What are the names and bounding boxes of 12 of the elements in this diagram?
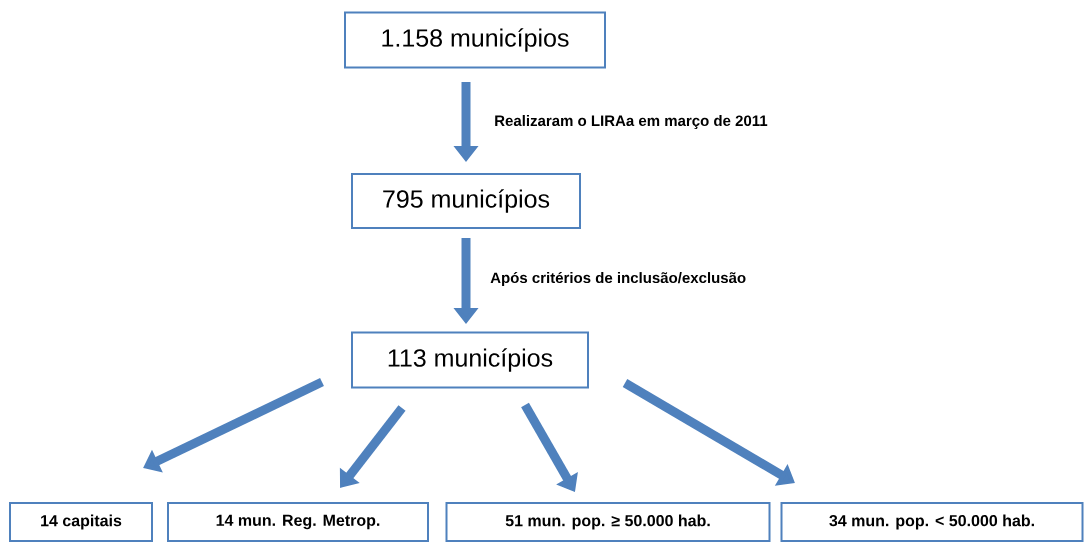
block-arrow (622, 379, 795, 486)
process-box: 795 municípios (351, 173, 581, 229)
process-box: 51 mun. pop. ≥ 50.000 hab. (445, 502, 771, 542)
process-box: 1.158 municípios (344, 11, 606, 69)
process-box: 113 municípios (351, 331, 589, 389)
edge-label: Realizaram o LIRAa em março de 2011 (493, 114, 769, 130)
block-arrow (521, 402, 578, 492)
process-box: 14 mun. Reg. Metrop. (167, 502, 429, 542)
process-box: 14 capitais (9, 502, 153, 542)
edge-label: Após critérios de inclusão/exclusão (489, 270, 748, 288)
block-arrow (339, 405, 406, 488)
process-box: 34 mun. pop. < 50.000 hab. (780, 502, 1084, 542)
